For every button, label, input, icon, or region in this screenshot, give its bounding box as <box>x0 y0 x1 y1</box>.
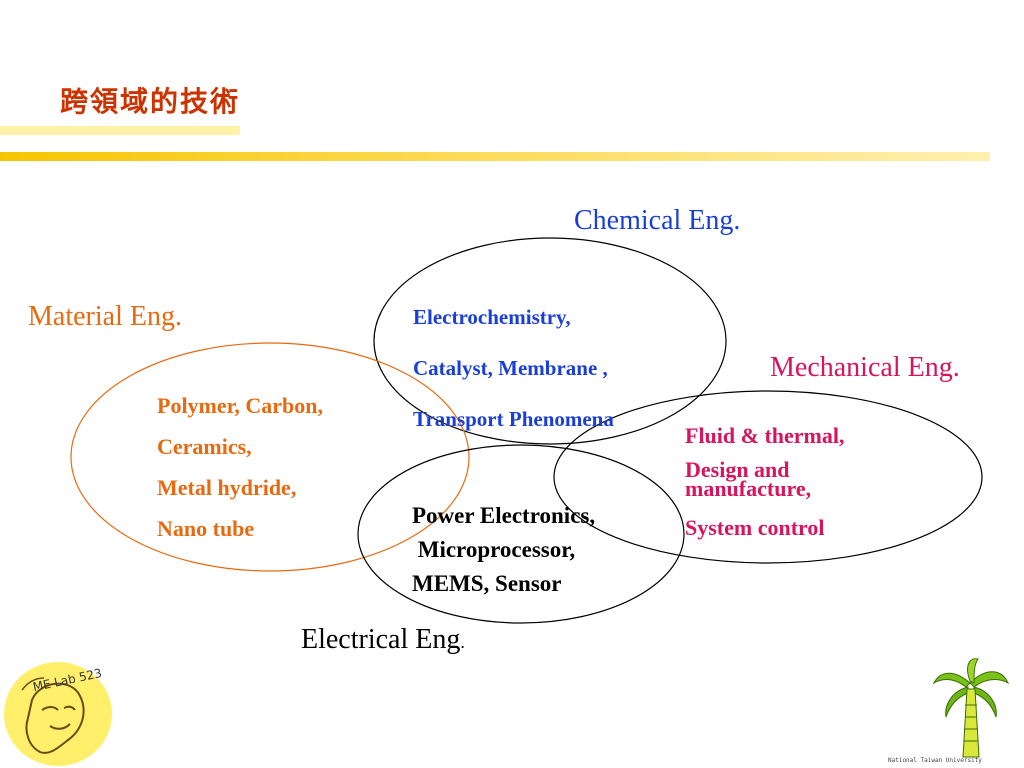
material-topic: Nano tube <box>157 516 255 541</box>
title-underline-short <box>0 126 240 135</box>
electrical-eng-label-period: . <box>460 632 465 652</box>
material-ellipse <box>70 342 470 572</box>
mechanical-eng-label: Mechanical Eng. <box>770 352 960 383</box>
material-topic: Ceramics, <box>157 434 252 459</box>
title-underline-long <box>0 152 990 161</box>
chemical-eng-label: Chemical Eng. <box>574 205 741 236</box>
electrical-eng-label-text: Electrical Eng <box>301 624 461 655</box>
material-topic: Metal hydride, <box>157 475 297 500</box>
mechanical-ellipse <box>553 390 983 564</box>
page-title: 跨領域的技術 <box>60 85 241 118</box>
electrical-topic: Power Electronics, <box>412 503 596 528</box>
chemical-topics: Electrochemistry, Catalyst, Membrane , T… <box>413 292 614 445</box>
chemical-ellipse <box>373 237 727 445</box>
chemical-topic: Transport Phenomena <box>413 407 614 431</box>
mechanical-topic: manufacture, <box>685 476 812 501</box>
material-topics: Polymer, Carbon, Ceramics, Metal hydride… <box>157 385 323 549</box>
mechanical-topic: Fluid & thermal, <box>685 423 845 448</box>
university-caption: National Taiwan University <box>888 757 982 764</box>
electrical-topics: Power Electronics, Microprocessor, MEMS,… <box>412 499 595 601</box>
electrical-ellipse <box>357 444 685 624</box>
chemical-topic: Electrochemistry, <box>413 305 571 329</box>
mechanical-topic: System control <box>685 515 825 540</box>
me-lab-logo: ME Lab 523 <box>4 662 112 766</box>
electrical-topic: MEMS, Sensor <box>412 571 562 596</box>
palm-tree-logo <box>932 658 1010 758</box>
mechanical-topic: Design and <box>685 457 790 482</box>
electrical-topic: Microprocessor, <box>412 537 576 562</box>
chemical-topic: Catalyst, Membrane , <box>413 356 608 380</box>
material-topic: Polymer, Carbon, <box>157 393 324 418</box>
electrical-eng-label: Electrical Eng. <box>301 624 465 656</box>
material-eng-label: Material Eng. <box>28 301 182 332</box>
